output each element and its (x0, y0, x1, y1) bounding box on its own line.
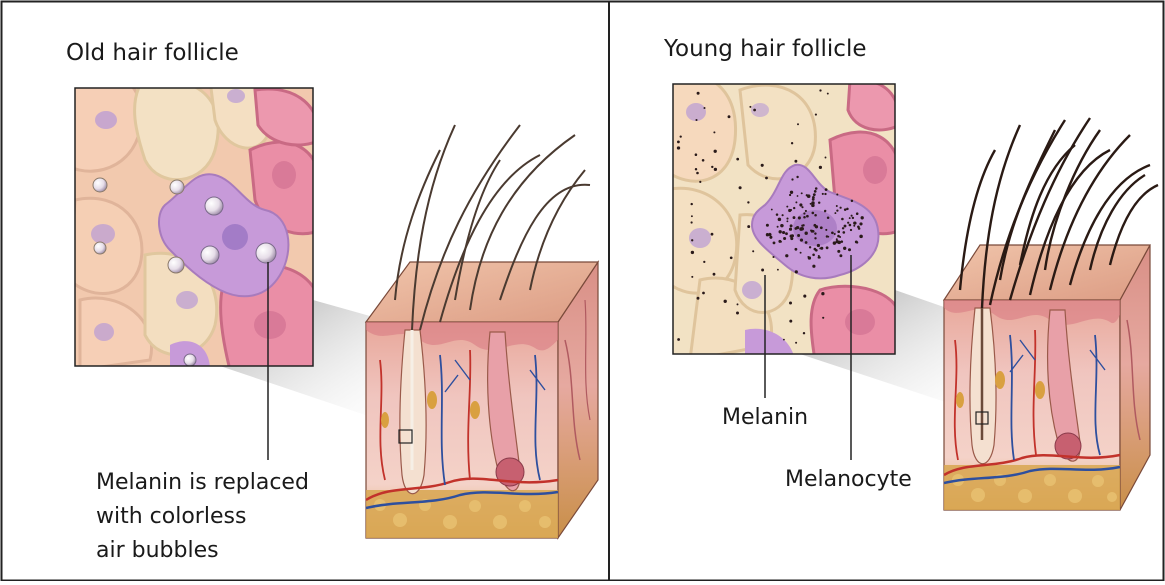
old-skin-block (366, 125, 598, 538)
melanin-label: Melanin (722, 405, 808, 430)
panel-young-title: Young hair follicle (663, 36, 867, 62)
old-caption: Melanin is replaced with colorless air b… (96, 470, 316, 563)
panel-young: Young hair follicle (660, 36, 1158, 510)
young-skin-block (944, 118, 1158, 510)
young-magnified-cells (660, 73, 900, 360)
melanocyte-label: Melanocyte (785, 467, 912, 492)
panel-old: Old hair follicle (60, 40, 598, 563)
old-magnified-cells (60, 68, 320, 371)
panel-old-title: Old hair follicle (66, 40, 239, 66)
